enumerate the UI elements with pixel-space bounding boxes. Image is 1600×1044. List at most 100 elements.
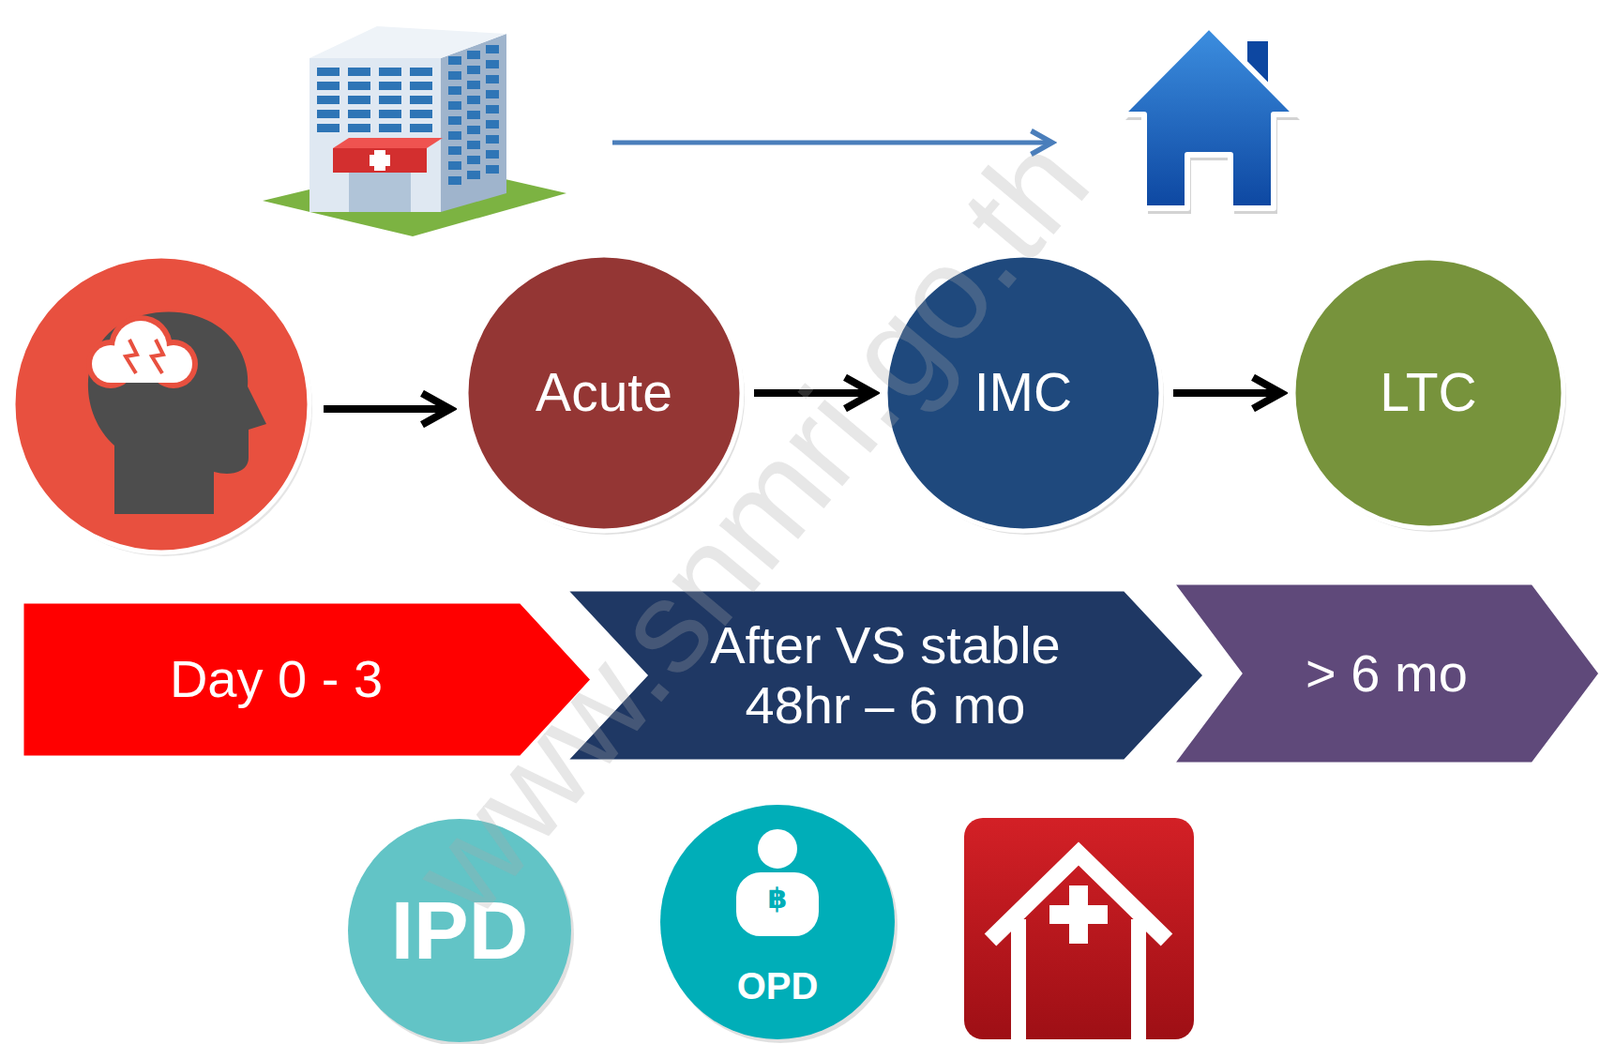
chevron-fill [566, 589, 1205, 761]
circle-fill [347, 818, 572, 1042]
text-box: Acute [463, 252, 745, 534]
hospital-window [448, 176, 462, 185]
hospital-window [316, 95, 340, 105]
stage-circle: Acute [463, 252, 745, 534]
hospital-window [409, 81, 433, 91]
chevron-fill [22, 602, 592, 757]
circle-fill [1293, 257, 1564, 529]
timeline-band-text: > 6 mo [1305, 643, 1468, 704]
hospital-window [448, 56, 462, 65]
hospital-window [467, 80, 481, 90]
hospital-window [378, 109, 402, 119]
hospital-window [485, 120, 499, 129]
person-head [757, 829, 798, 869]
hospital-window [467, 140, 481, 150]
hospital-window [485, 75, 499, 84]
head-silhouette [88, 312, 267, 514]
cloud [110, 356, 174, 383]
home-icon [1121, 26, 1300, 214]
hospital-window [485, 150, 499, 159]
hospital-window [448, 71, 462, 80]
hospital-window [485, 105, 499, 114]
hospital-window [448, 131, 462, 140]
flow-arrow [1173, 389, 1282, 397]
circle-fill [885, 255, 1162, 531]
hospital-windows [316, 45, 499, 185]
hospital-window [347, 67, 371, 76]
hospital-window [485, 135, 499, 144]
text-box: > 6 mo [1173, 583, 1600, 764]
timeline-band-text: Day 0 - 3 [169, 649, 383, 710]
hospital-window [409, 67, 433, 76]
hospital-window [467, 95, 481, 105]
stage-circle-text: IMC [974, 362, 1072, 424]
home-care-tile [964, 817, 1194, 1040]
hospital-window [448, 146, 462, 155]
circle-fill [660, 804, 895, 1040]
discharge-arrow [612, 140, 1053, 146]
lightning [151, 339, 164, 374]
flow-arrow [323, 405, 451, 413]
hospital-side [440, 33, 507, 212]
timeline-band: > 6 mo [1173, 583, 1600, 764]
opd-badge-text: ฿ [768, 882, 788, 916]
hospital-window [347, 81, 371, 91]
person-body [736, 872, 819, 936]
text-box: ฿ OPD [657, 803, 898, 1041]
home-care-cross [1049, 905, 1108, 924]
hospital-window [409, 95, 433, 105]
hospital-window [467, 155, 481, 165]
hospital-window [485, 60, 499, 69]
hospital-window [378, 67, 402, 76]
hospital-window [448, 161, 462, 170]
hospital-roof [309, 26, 507, 59]
text-box: Day 0 - 3 [22, 602, 592, 757]
hospital-canopy-top [332, 137, 443, 149]
ipd-badge-text: IPD [391, 882, 529, 978]
hospital-canopy [332, 148, 427, 173]
hospital-door [348, 172, 411, 212]
home-care-wall [1011, 919, 1027, 1040]
hospital-window [485, 45, 499, 54]
hospital-window [467, 50, 481, 60]
lightning [125, 339, 137, 374]
text-box: IMC [882, 252, 1164, 534]
hospital-window [467, 170, 481, 180]
hospital-window [347, 95, 371, 105]
hospital-window [378, 123, 402, 133]
home-care-icon [964, 817, 1194, 1040]
timeline-band: After VS stable 48hr – 6 mo [566, 589, 1205, 761]
flow-arrow [754, 389, 874, 397]
hospital-window [448, 116, 462, 125]
timeline-band: Day 0 - 3 [22, 602, 592, 757]
hospital-window [467, 125, 481, 135]
timeline-band-text: After VS stable 48hr – 6 mo [679, 615, 1092, 737]
head-circle [13, 256, 310, 553]
stage-circle-text: LTC [1379, 362, 1477, 424]
stage-circle-text: Acute [535, 362, 673, 424]
hospital-window [467, 110, 481, 120]
hospital-window [409, 123, 433, 133]
opd-badge: ฿ OPD [657, 803, 898, 1041]
hospital-window [448, 86, 462, 95]
ipd-badge: IPD [345, 815, 574, 1044]
stroke-head-icon [13, 256, 313, 557]
stage-circle: LTC [1290, 255, 1567, 531]
hospital-window [409, 109, 433, 119]
text-box: IPD [345, 815, 574, 1044]
hospital-window [378, 81, 402, 91]
text-box: After VS stable 48hr – 6 mo [566, 589, 1205, 761]
home-care-wall [1131, 919, 1147, 1040]
hospital-window [448, 101, 462, 110]
stage-circle: IMC [882, 252, 1164, 534]
hospital-window [347, 109, 371, 119]
home-house [1121, 26, 1297, 209]
text-box: LTC [1290, 255, 1567, 531]
hospital-window [316, 67, 340, 76]
chevron-fill [1173, 583, 1600, 764]
hospital-window [485, 90, 499, 99]
opd-badge-text: OPD [737, 964, 819, 1008]
hospital-window [467, 65, 481, 75]
